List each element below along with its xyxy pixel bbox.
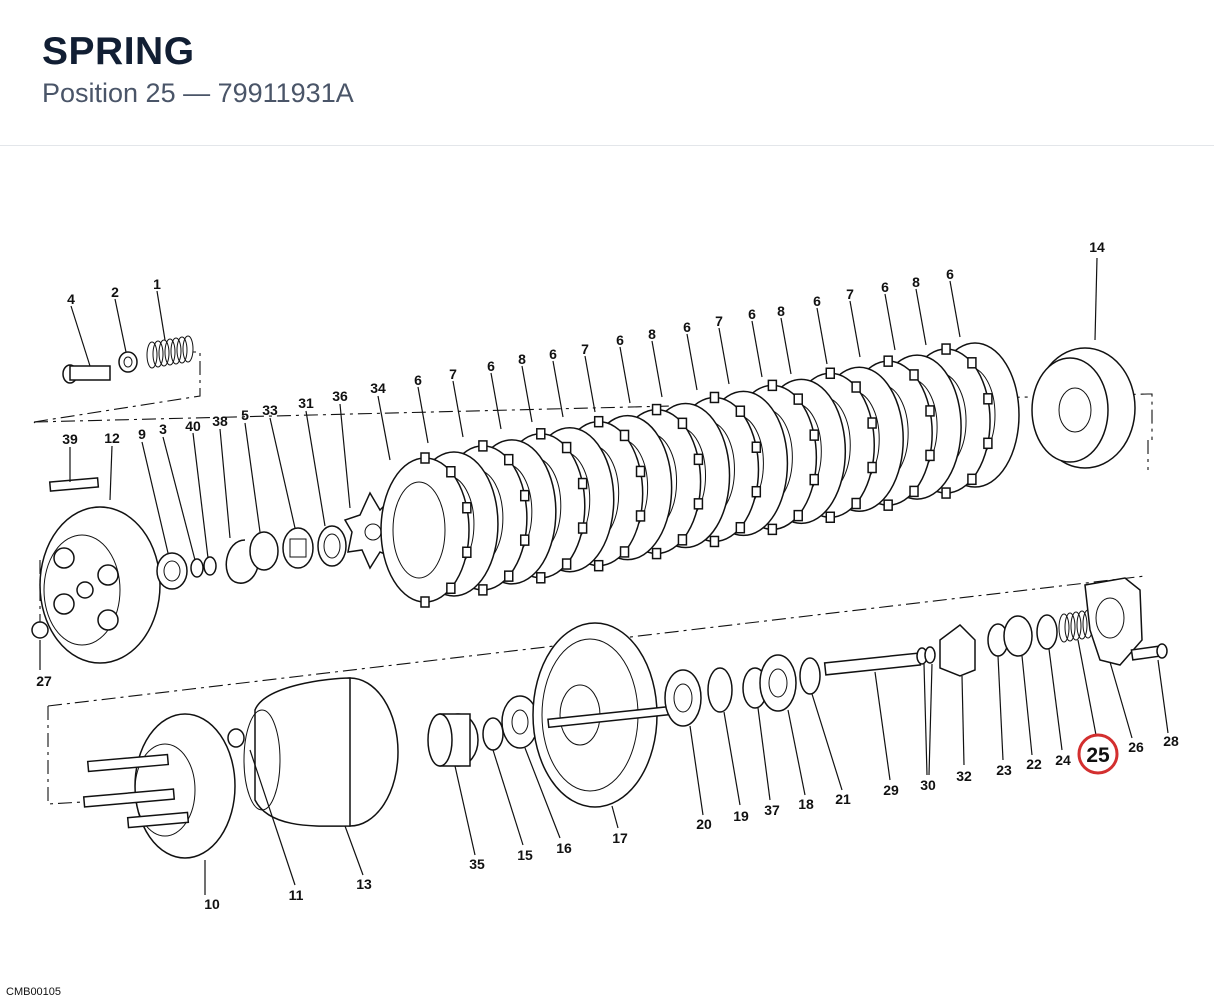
pin-39 (48, 477, 100, 492)
o-ring-27 (31, 621, 49, 639)
cover-12 (39, 506, 161, 664)
leader-line (780, 317, 792, 375)
label-11: 11 (289, 887, 304, 903)
label-23: 23 (996, 762, 1012, 778)
header: SPRING Position 25 — 79911931A (0, 0, 1214, 146)
housing-26 (1084, 577, 1143, 666)
label-25: 25 (1086, 744, 1110, 767)
label-29: 29 (883, 782, 899, 798)
label-28: 28 (1163, 733, 1179, 749)
label-14: 14 (1089, 239, 1105, 255)
leader-line (718, 327, 730, 385)
leader-line (584, 355, 596, 413)
leader-line (751, 320, 763, 378)
label-34: 34 (370, 380, 386, 396)
leader-line (686, 333, 698, 391)
leader-line (915, 288, 927, 346)
lower-bearings (664, 654, 821, 727)
clutch-plate-stack (380, 280, 1020, 608)
leader-line (417, 386, 429, 444)
drum-14 (1031, 347, 1136, 469)
label-24: 24 (1055, 752, 1071, 768)
drawing-code: CMB00105 (6, 986, 62, 998)
label-5: 5 (241, 407, 249, 423)
label-12: 12 (104, 430, 120, 446)
right-small-parts (916, 614, 1058, 677)
leader-line (521, 365, 533, 423)
label-18: 18 (798, 796, 814, 812)
label-36: 36 (332, 388, 348, 404)
leader-line (651, 340, 663, 398)
leader-line (552, 360, 564, 418)
leader-line (816, 307, 828, 365)
label-4: 4 (67, 291, 75, 307)
shaft-29 (823, 652, 922, 676)
label-27: 27 (36, 673, 52, 689)
bolt-28 (1130, 643, 1168, 661)
leader-line (619, 346, 631, 404)
label-10: 10 (204, 896, 220, 912)
label-3: 3 (159, 421, 167, 437)
label-30: 30 (920, 777, 936, 793)
label-32: 32 (956, 768, 972, 784)
label-37: 37 (764, 802, 780, 818)
leader-lines (39, 257, 1169, 895)
label-22: 22 (1026, 756, 1042, 772)
label-35: 35 (469, 856, 485, 872)
label-21: 21 (835, 791, 851, 807)
leader-line (490, 372, 502, 430)
small-rings-left (156, 525, 347, 590)
lower-bush-parts (427, 695, 539, 767)
leader-line (884, 293, 896, 351)
label-15: 15 (517, 847, 533, 863)
label-2: 2 (111, 284, 119, 300)
page-title: SPRING (42, 30, 195, 73)
label-39: 39 (62, 431, 78, 447)
gear-17 (532, 622, 689, 808)
label-17: 17 (612, 830, 628, 846)
label-31: 31 (298, 395, 314, 411)
label-40: 40 (185, 418, 201, 434)
page-subtitle: Position 25 — 79911931A (42, 78, 354, 108)
clutch-plate (380, 452, 472, 608)
position-labels: 4 2 1 39 12 9 3 40 38 5 33 31 36 34 14 2… (36, 239, 1179, 912)
label-16: 16 (556, 840, 572, 856)
label-26: 26 (1128, 739, 1144, 755)
leader-line (849, 300, 861, 358)
label-1: 1 (153, 276, 161, 292)
leader-line (949, 280, 961, 338)
label-19: 19 (733, 808, 749, 824)
label-9: 9 (138, 426, 146, 442)
label-33: 33 (262, 402, 278, 418)
hub-10 (82, 713, 236, 859)
label-20: 20 (696, 816, 712, 832)
basket-13 (227, 677, 399, 827)
upper-small-parts (62, 335, 194, 384)
highlighted-position-marker[interactable]: 25 (1077, 733, 1119, 775)
label-38: 38 (212, 413, 228, 429)
leader-line (452, 380, 464, 438)
label-13: 13 (356, 876, 372, 892)
